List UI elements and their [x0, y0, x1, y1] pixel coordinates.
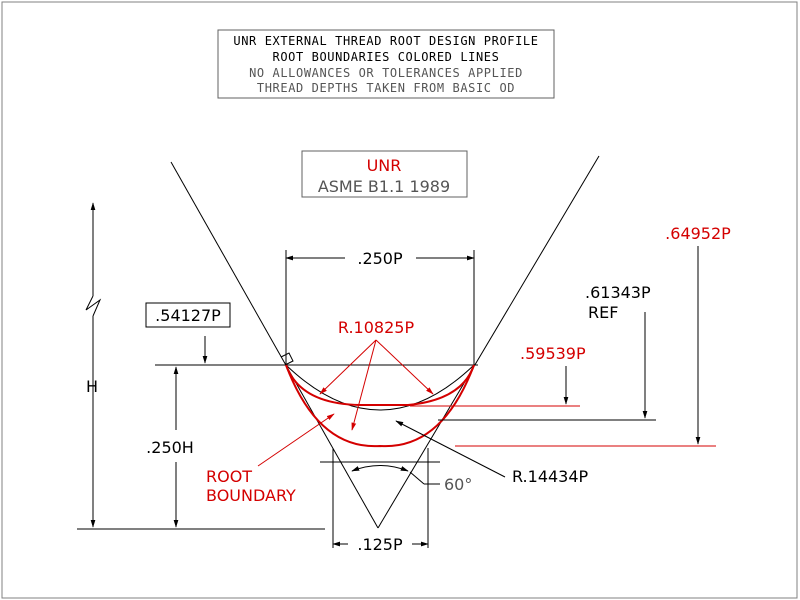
leader-root-boundary [257, 413, 335, 467]
label-54127p: .54127P [155, 306, 221, 325]
label-boundary: BOUNDARY [206, 486, 296, 505]
label-59539p: .59539P [520, 344, 586, 363]
dim-h-break [85, 295, 102, 317]
standard-unr: UNR [367, 156, 402, 175]
leader-r10825-mid [351, 339, 377, 431]
label-ref: REF [588, 303, 618, 322]
angle-leader [409, 471, 425, 485]
title-box [217, 29, 555, 99]
basic-root-arc [285, 364, 475, 411]
title-line-2: ROOT BOUNDARIES COLORED LINES [273, 50, 500, 64]
angle-arc [351, 465, 409, 472]
leader-r10825-right [375, 339, 434, 395]
label-h: H [86, 377, 98, 396]
label-61343p: .61343P [585, 283, 651, 302]
title-line-3: NO ALLOWANCES OR TOLERANCES APPLIED [249, 66, 523, 80]
thread-flank-left [170, 161, 379, 529]
root-boundary-lower [285, 364, 475, 448]
label-60deg: 60° [444, 475, 472, 494]
label-r10825p: R.10825P [338, 318, 415, 337]
label-64952p: .64952P [665, 224, 731, 243]
right-angle-marker [280, 352, 294, 366]
label-125p: .125P [357, 535, 403, 554]
label-root: ROOT [206, 467, 252, 486]
label-r14434p: R.14434P [512, 467, 589, 486]
box-54127 [145, 302, 231, 328]
label-250p: .250P [357, 249, 403, 268]
leader-r14434 [395, 420, 506, 478]
leader-r10825-left [319, 339, 377, 395]
standard-box [301, 150, 468, 198]
standard-asme: ASME B1.1 1989 [318, 177, 450, 196]
thread-flank-right [377, 155, 600, 529]
title-line-1: UNR EXTERNAL THREAD ROOT DESIGN PROFILE [233, 34, 538, 48]
title-line-4: THREAD DEPTHS TAKEN FROM BASIC OD [257, 81, 515, 95]
label-250h: .250H [146, 438, 194, 457]
root-boundary-upper [285, 364, 475, 406]
